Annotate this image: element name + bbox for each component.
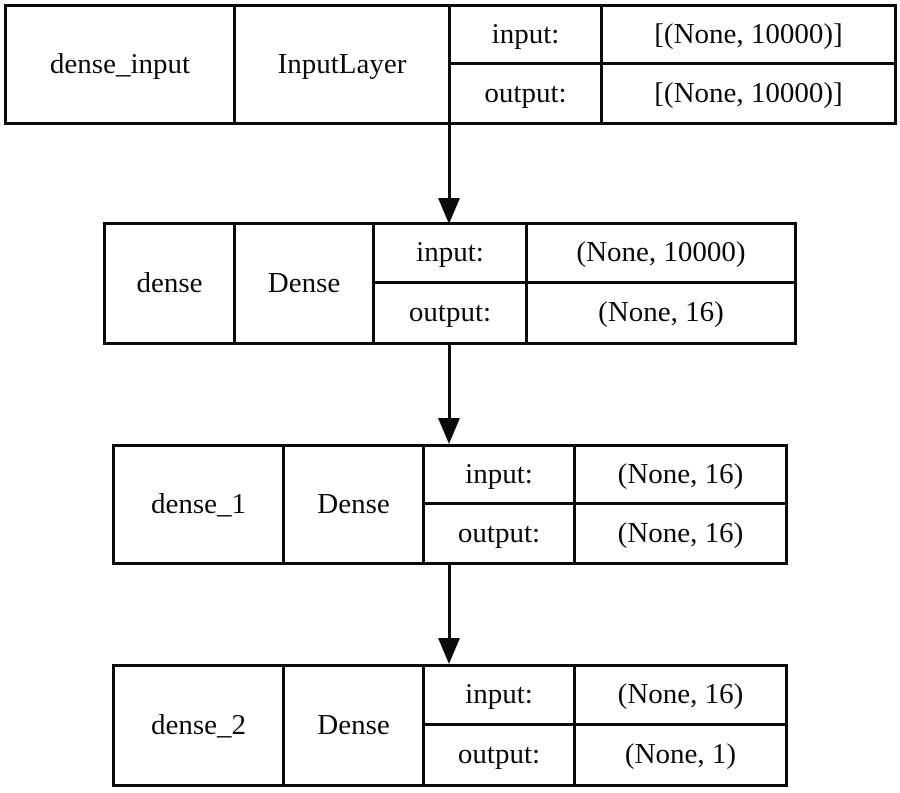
input-label: input: <box>425 447 576 505</box>
layer-type: Dense <box>285 447 425 562</box>
edge-line-1 <box>448 125 451 200</box>
output-shape: [(None, 10000)] <box>654 76 843 109</box>
input-label: input: <box>451 7 603 65</box>
arrow-head-icon <box>438 638 460 664</box>
input-shape: [(None, 10000)] <box>603 7 894 65</box>
input-label: input: <box>425 667 576 726</box>
layer-type: Dense <box>236 225 375 342</box>
output-shape: (None, 1) <box>624 738 737 771</box>
layer-name: dense <box>106 225 236 342</box>
layer-node-dense-input: dense_input InputLayer input: [(None, 10… <box>4 4 897 125</box>
output-shape: (None, 16) <box>617 516 744 549</box>
output-label: output: <box>451 64 603 122</box>
arrow-head-icon <box>438 198 460 224</box>
input-shape: (None, 16) <box>576 667 785 726</box>
layer-type: Dense <box>285 667 425 784</box>
arrow-head-icon <box>438 418 460 444</box>
layer-name: dense_1 <box>115 447 285 562</box>
layer-name: dense_input <box>7 7 236 122</box>
layer-node-dense-1: dense_1 Dense input: (None, 16) output: … <box>112 444 788 565</box>
edge-line-2 <box>448 344 451 420</box>
layer-name: dense_2 <box>115 667 285 784</box>
output-label: output: <box>425 504 576 562</box>
output-label: output: <box>375 283 528 342</box>
input-shape: (None, 10000) <box>528 225 794 284</box>
input-shape: (None, 16) <box>576 447 785 505</box>
layer-node-dense: dense Dense input: (None, 10000) output:… <box>103 222 797 345</box>
edge-line-3 <box>448 564 451 640</box>
output-label: output: <box>425 725 576 784</box>
output-shape: (None, 16) <box>598 296 724 329</box>
layer-node-dense-2: dense_2 Dense input: (None, 16) output: … <box>112 664 788 787</box>
layer-type: InputLayer <box>236 7 451 122</box>
input-label: input: <box>375 225 528 284</box>
